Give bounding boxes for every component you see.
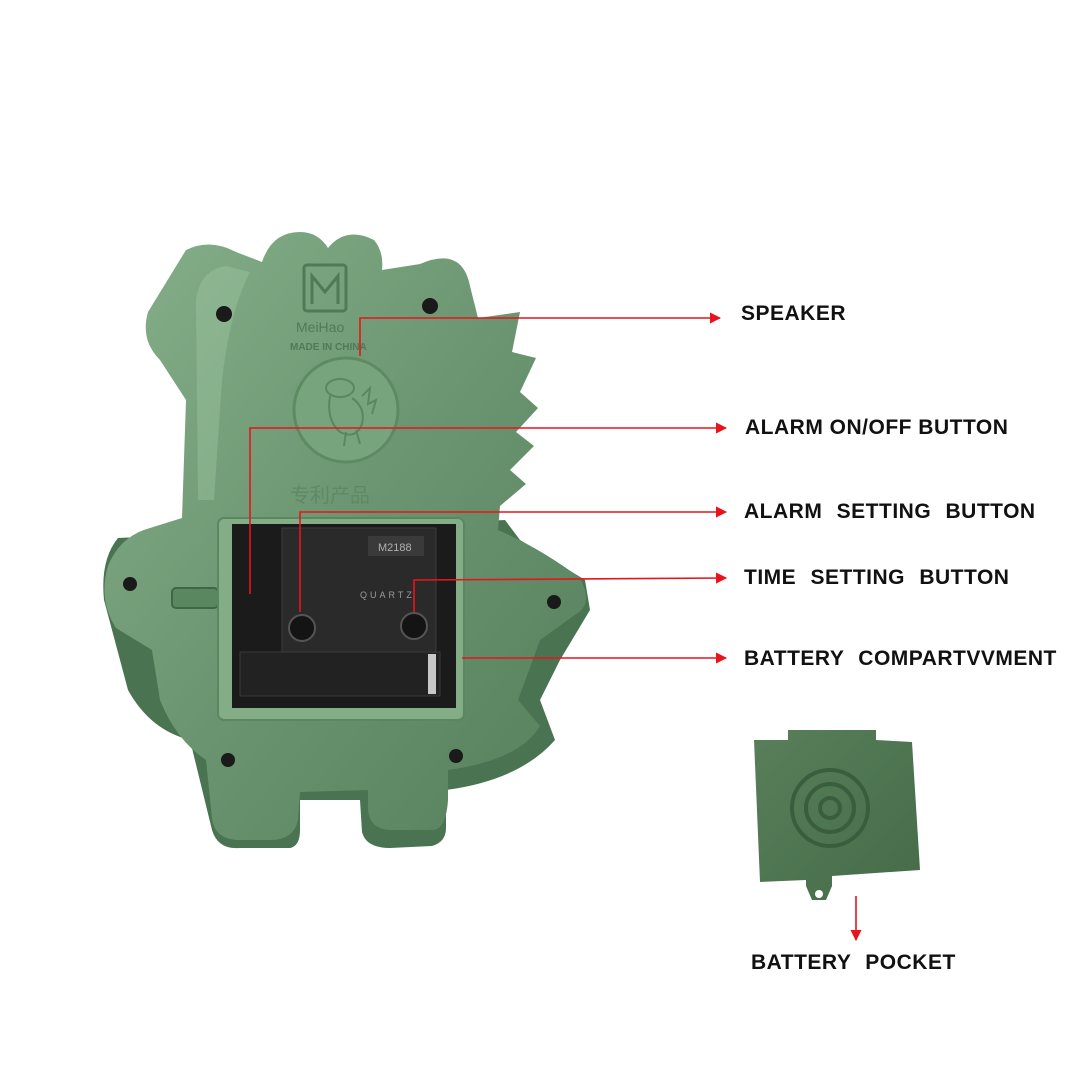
battery-cover-vent-icon <box>790 768 870 848</box>
battery-cover <box>754 730 920 900</box>
patent-text: 专利产品 <box>290 483 370 507</box>
callout-alarm-on-off: ALARM ON/OFF BUTTON <box>745 416 1009 439</box>
pointer-alarm-on-off <box>249 422 728 594</box>
right-screw-hole <box>547 595 561 609</box>
pointer-speaker <box>359 312 722 356</box>
top-left-screw <box>216 306 232 322</box>
battery-contact <box>428 654 436 694</box>
battery-bay <box>239 651 441 697</box>
movement-label-plate <box>368 536 424 556</box>
brand-logo-m-icon <box>310 271 340 304</box>
callout-alarm-setting: ALARM SETTING BUTTON <box>744 500 1036 523</box>
battery-cover-tab-hole <box>815 890 823 898</box>
dino-clock-back: MeiHao MADE IN CHINA 专利产品 M2188 QUARTZ <box>103 232 590 849</box>
clock-highlight <box>196 266 250 500</box>
callout-speaker: SPEAKER <box>741 302 847 325</box>
alarm-setting-knob <box>288 614 316 642</box>
bottom-right-screw-hole <box>449 749 463 763</box>
brand-logo-mark <box>302 263 348 313</box>
pointer-alarm-setting <box>299 506 728 612</box>
left-screw-hole <box>123 577 137 591</box>
alarm-switch-slot <box>171 587 219 609</box>
brand-name: MeiHao <box>296 319 344 335</box>
made-in-text: MADE IN CHINA <box>290 342 367 353</box>
callout-battery-pocket: BATTERY POCKET <box>751 951 956 974</box>
pointer-time-setting <box>413 572 728 612</box>
callout-battery-compartment: BATTERY COMPARTVVMENT <box>744 647 1057 670</box>
dino-emblem-icon <box>325 378 378 447</box>
bottom-left-screw-hole <box>221 753 235 767</box>
time-setting-knob <box>400 612 428 640</box>
movement-code: M2188 <box>378 542 412 554</box>
speaker-disc <box>292 356 400 464</box>
movement-mark: QUARTZ <box>360 590 415 600</box>
top-right-screw <box>422 298 438 314</box>
callout-pointers <box>249 312 862 942</box>
callout-time-setting: TIME SETTING BUTTON <box>744 566 1010 589</box>
